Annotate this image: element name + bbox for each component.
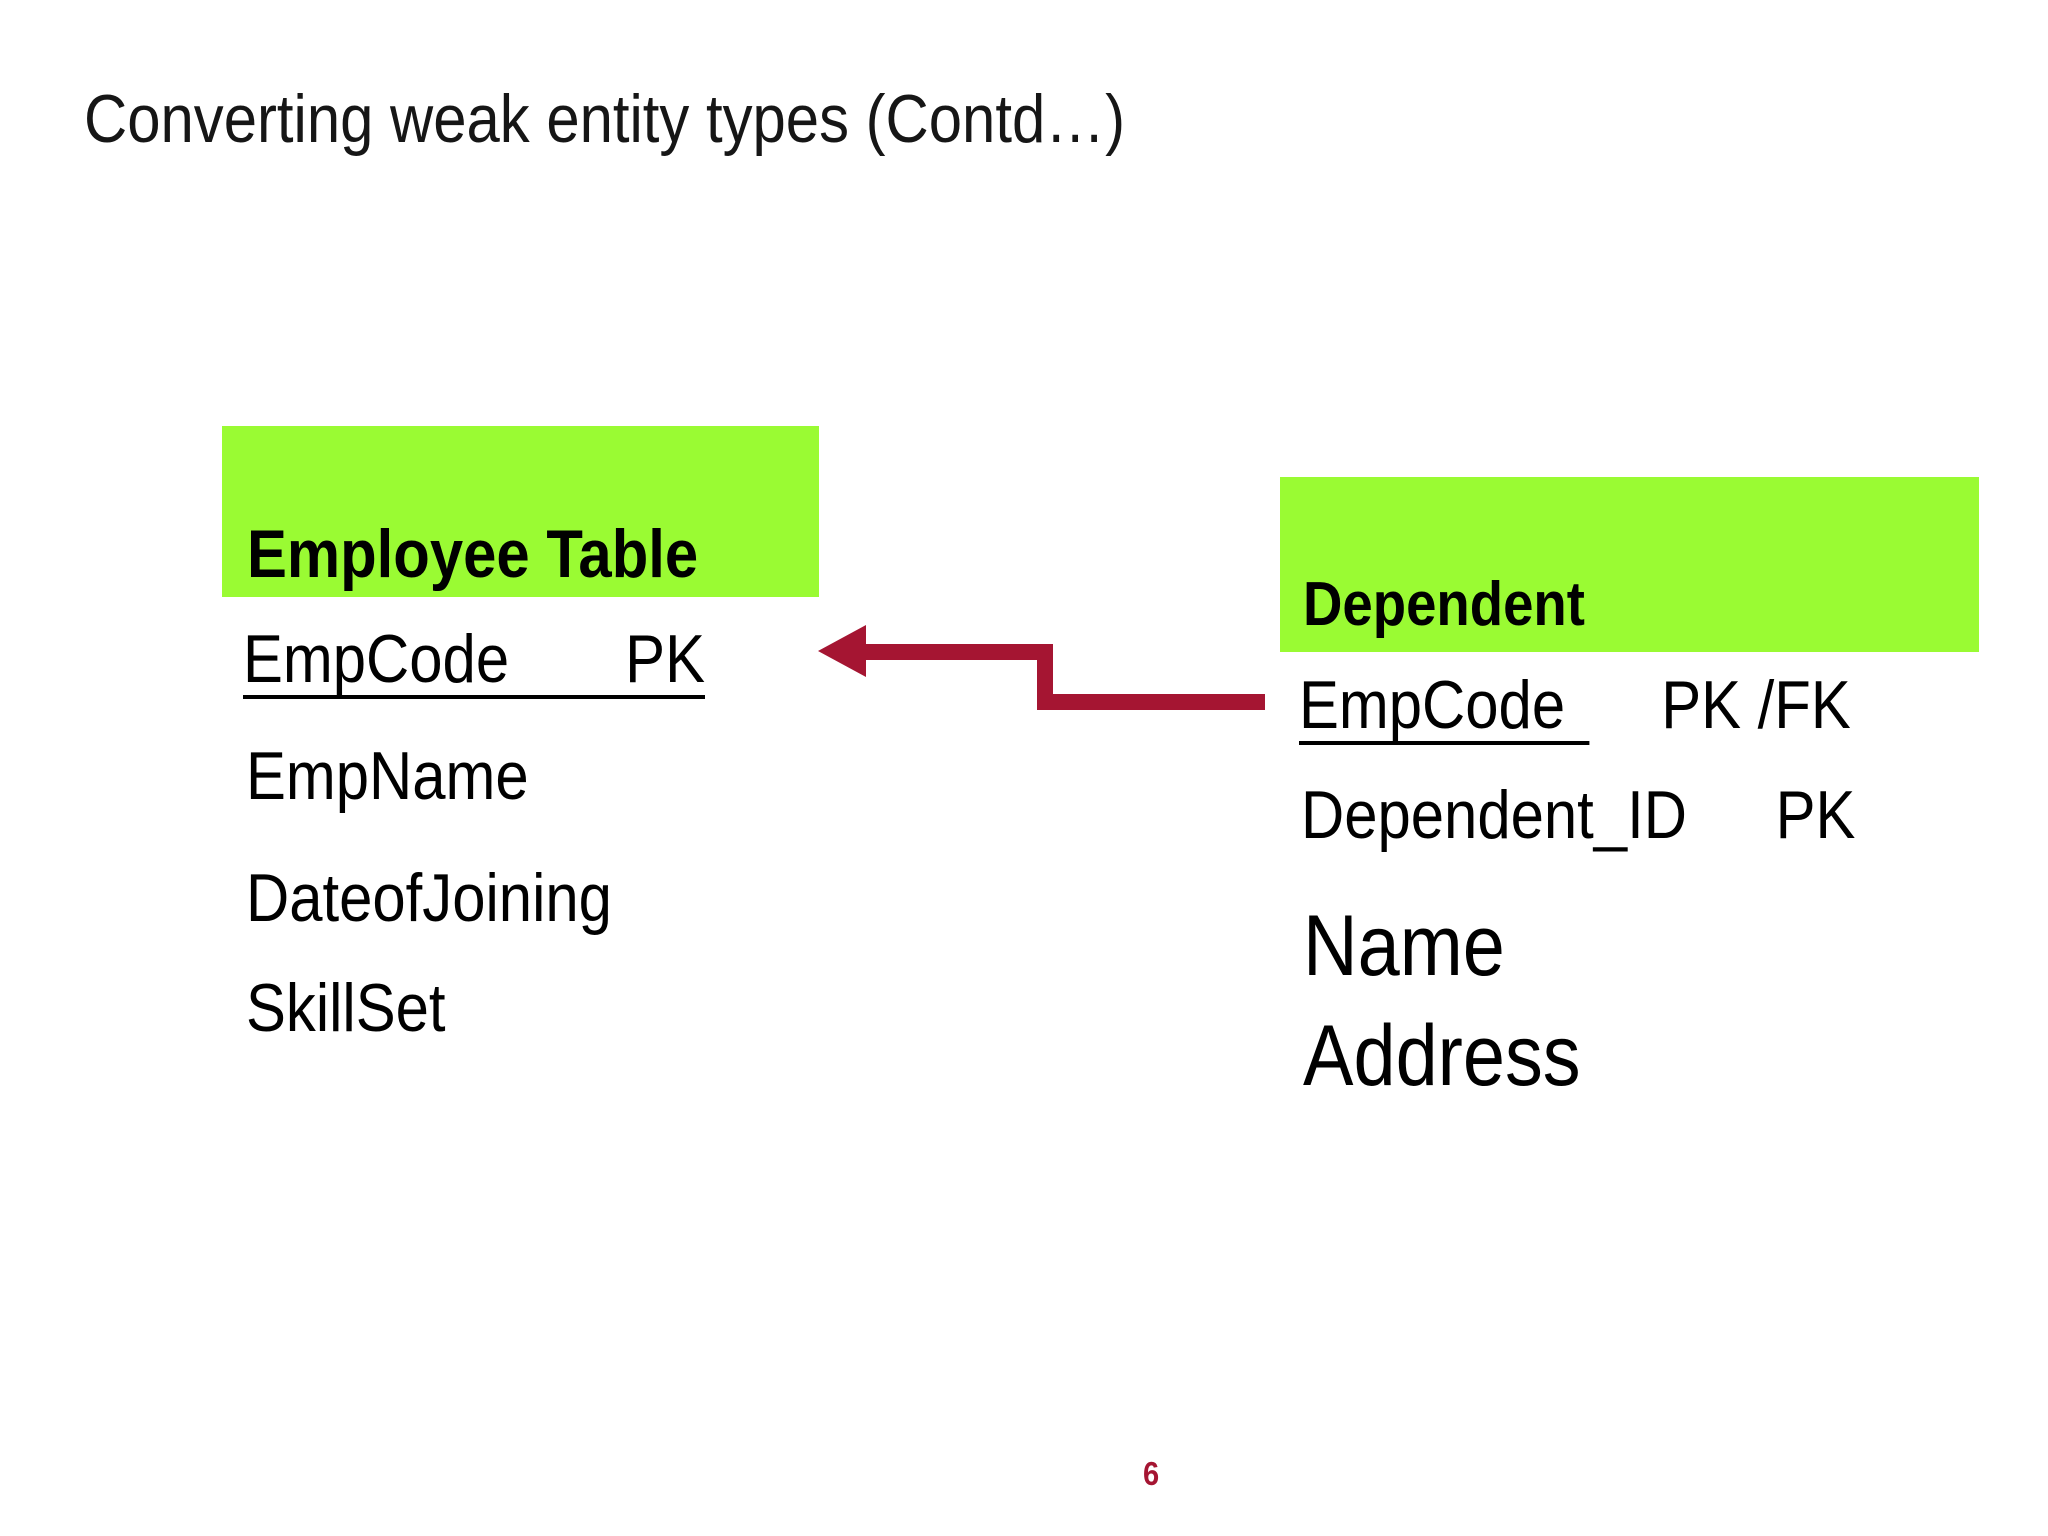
employee-row-empcode: EmpCode PK xyxy=(243,625,705,699)
slide-title: Converting weak entity types (Contd…) xyxy=(84,81,1126,157)
employee-row-skillset: SkillSet xyxy=(246,970,446,1046)
dependent-row-dependent-id-key: PK xyxy=(1775,777,1856,853)
dependent-table-header-box xyxy=(1280,477,1979,652)
employee-row-empcode-key: PK xyxy=(625,621,705,697)
employee-table-header-label: Employee Table xyxy=(247,516,699,592)
page-number: 6 xyxy=(1143,1455,1160,1492)
dependent-row-empcode-name: EmpCode xyxy=(1299,671,1590,745)
employee-row-empcode-name: EmpCode xyxy=(243,621,510,697)
employee-table-header-box xyxy=(222,426,819,597)
dependent-row-address: Address xyxy=(1303,1008,1581,1104)
employee-row-dateofjoining: DateofJoining xyxy=(246,860,612,936)
dependent-row-empcode: EmpCode PK /FK xyxy=(1299,671,1851,745)
dependent-row-dependent-id: Dependent_ID PK xyxy=(1301,781,1855,849)
fk-reference-arrow-shape xyxy=(818,625,1265,710)
employee-row-empname: EmpName xyxy=(246,738,529,814)
dependent-row-name: Name xyxy=(1303,898,1505,994)
dependent-table-header-label: Dependent xyxy=(1303,570,1585,639)
dependent-row-empcode-key: PK /FK xyxy=(1661,667,1851,743)
dependent-row-dependent-id-name: Dependent_ID xyxy=(1301,777,1687,853)
